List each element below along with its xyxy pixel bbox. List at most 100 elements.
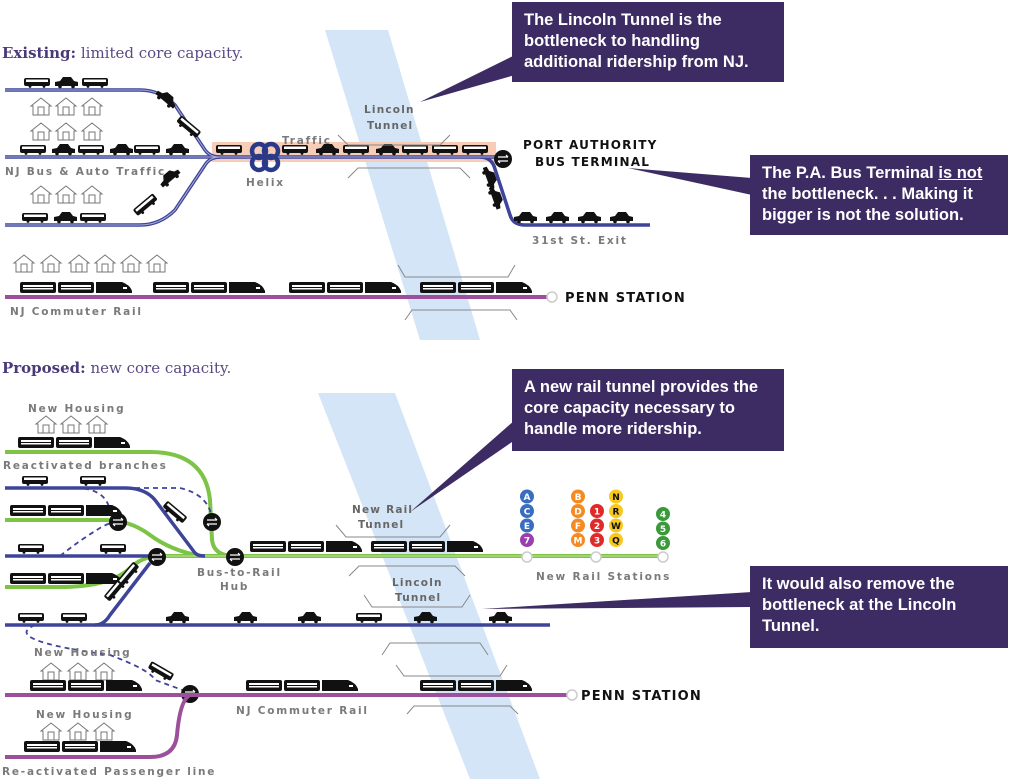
subway-bullet-label: 2 — [594, 522, 600, 532]
bus-icon — [24, 78, 50, 88]
label-hub: Hub — [220, 581, 249, 593]
subway-bullet-label: 6 — [660, 539, 666, 549]
car-icon — [52, 144, 75, 156]
train-icon — [289, 282, 401, 293]
subway-bullet-E — [520, 518, 534, 533]
transfer-hub-icon — [493, 149, 513, 169]
subway-bullet-label: D — [574, 507, 581, 517]
subway-bullet-label: B — [575, 493, 582, 503]
car-icon — [54, 212, 77, 224]
bus-to-rail-hub-icon — [225, 547, 245, 567]
car-icon — [489, 612, 512, 624]
houses-existing — [13, 97, 168, 273]
bus-icon — [134, 145, 160, 155]
train-icon — [420, 680, 532, 691]
car-icon — [166, 612, 189, 624]
train-icon — [10, 573, 122, 584]
label-new-housing: New Housing — [34, 647, 131, 659]
callout-pointer — [420, 55, 515, 102]
label-new-housing: New Housing — [28, 403, 125, 415]
subway-bullet-D — [571, 504, 585, 518]
transfer-hub-icon — [202, 512, 222, 532]
subway-bullet-F — [571, 518, 585, 533]
train-icon — [246, 680, 358, 691]
label-reactivated-branches: Reactivated branches — [3, 460, 168, 472]
car-icon — [166, 144, 189, 156]
subway-bullet-label: R — [613, 507, 620, 517]
existing-heading: Existing: limited core capacity. — [2, 44, 244, 62]
train-icon — [30, 680, 142, 691]
subway-bullet-label: E — [524, 522, 530, 532]
bus-icon — [100, 544, 126, 554]
car-icon — [578, 212, 601, 224]
bus-icon — [80, 213, 106, 223]
callout-remove-bottleneck: It would also remove the bottleneck at t… — [750, 566, 1008, 648]
penn-station-node — [566, 689, 578, 701]
new-rail-lines — [5, 450, 665, 589]
penn-station-node — [546, 291, 558, 303]
subway-bullet-label: A — [524, 493, 531, 503]
car-icon — [55, 77, 78, 89]
callout-pa-terminal: The P.A. Bus Terminal is not the bottlen… — [750, 155, 1008, 235]
subway-bullet-label: M — [574, 536, 583, 546]
subway-bullet-label: 4 — [660, 510, 666, 520]
subway-bullet-M — [571, 533, 585, 547]
train-icon — [153, 282, 265, 293]
label-new-rail-tunnel-1: New Rail — [352, 504, 413, 516]
subway-bullet-1 — [590, 504, 604, 518]
bus-icon — [82, 78, 108, 88]
label-nj-commuter-rail: NJ Commuter Rail — [10, 306, 143, 318]
bus-icon — [356, 613, 382, 623]
subway-bullet-W — [609, 518, 623, 533]
callout-lincoln-bottleneck: The Lincoln Tunnel is the bottleneck to … — [512, 2, 784, 82]
subway-bullet-B — [571, 489, 585, 504]
train-icon — [371, 541, 483, 552]
train-icon — [250, 541, 362, 552]
label-lincoln-tunnel-2: Tunnel — [367, 120, 413, 132]
bus-icon — [175, 115, 202, 140]
label-bus-terminal: BUS TERMINAL — [535, 155, 650, 169]
label-new-rail-stations: New Rail Stations — [536, 571, 671, 583]
label-lincoln-tunnel-1: Lincoln — [364, 104, 415, 116]
bus-icon — [61, 613, 87, 623]
car-icon — [514, 212, 537, 224]
bus-roads-proposed — [5, 486, 550, 627]
bus-icon — [22, 476, 48, 486]
subway-bullet-label: N — [612, 493, 620, 503]
bus-icon — [78, 145, 104, 155]
train-icon — [20, 282, 132, 293]
subway-bullet-label: C — [524, 507, 531, 517]
subway-bullet-6 — [656, 536, 670, 550]
callout-pointer — [628, 168, 752, 195]
label-nj-bus-auto: NJ Bus & Auto Traffic — [5, 166, 166, 178]
train-icon — [420, 282, 532, 293]
subway-bullet-3 — [590, 533, 604, 547]
car-icon — [610, 212, 633, 224]
subway-bullet-label: 3 — [594, 536, 600, 546]
transfer-hub-icon — [147, 547, 167, 567]
car-icon — [298, 612, 321, 624]
subway-bullet-label: 7 — [524, 536, 530, 546]
bus-icon — [18, 544, 44, 554]
callout-new-rail-tunnel: A new rail tunnel provides the core capa… — [512, 369, 784, 451]
label-lincoln-tunnel-2: Tunnel — [395, 592, 441, 604]
label-port-authority: PORT AUTHORITY — [523, 138, 658, 152]
new-rail-stations — [521, 551, 669, 563]
subway-bullet-label: 5 — [660, 525, 666, 535]
label-bus-to-rail: Bus-to-Rail — [197, 567, 282, 579]
bus-icon — [20, 145, 46, 155]
subway-bullet-7 — [520, 533, 534, 547]
label-new-housing: New Housing — [36, 709, 133, 721]
subway-bullet-4 — [656, 507, 670, 521]
train-icon — [10, 505, 122, 516]
car-icon — [110, 144, 133, 156]
subway-bullet-N — [609, 489, 623, 504]
callout-pointer — [410, 420, 515, 512]
subway-bullet-label: F — [575, 522, 581, 532]
label-penn-station: PENN STATION — [581, 689, 702, 704]
label-reactivated-passenger: Re-activated Passenger line — [2, 766, 216, 778]
tunnel-portals-proposed — [335, 524, 519, 715]
bus-icon — [22, 213, 48, 223]
callout-pointer — [482, 592, 752, 609]
